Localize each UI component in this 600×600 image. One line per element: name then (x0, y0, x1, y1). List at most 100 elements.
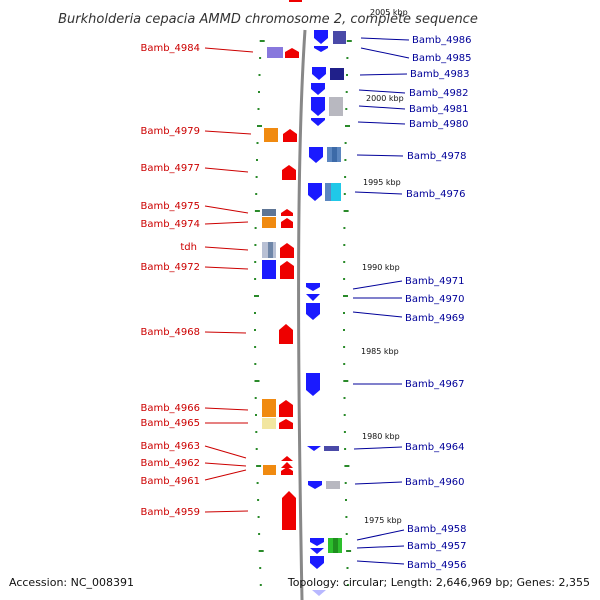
leader-line-bamb-4959 (204, 510, 249, 513)
scale-label-1980: 1980 kbp (362, 432, 400, 441)
gene-label-bamb-4965: Bamb_4965 (140, 418, 200, 429)
cog-box (324, 446, 339, 451)
tick-mark (344, 159, 347, 161)
tick-mark (254, 363, 257, 365)
tick-mark (343, 244, 346, 246)
gene-label-bamb-4957: Bamb_4957 (407, 541, 467, 552)
gene-arrow-tdh (280, 243, 294, 258)
gene-label-bamb-4978: Bamb_4978 (407, 151, 467, 162)
tick-mark (254, 227, 257, 229)
gene-label-bamb-4970: Bamb_4970 (405, 294, 465, 305)
leader-line-bamb-4976 (354, 191, 403, 195)
tick-mark (343, 414, 346, 416)
gene-label-bamb-4980: Bamb_4980 (409, 119, 469, 130)
tick-mark (258, 533, 261, 535)
tick-mark (343, 295, 348, 297)
leader-line-bamb-4971 (352, 280, 403, 290)
cog-box (263, 465, 276, 475)
gene-label-bamb-4984: Bamb_4984 (140, 43, 200, 54)
tick-mark (345, 108, 348, 110)
gene-label-bamb-4986: Bamb_4986 (412, 35, 472, 46)
tick-mark (344, 176, 347, 178)
gene-arrow-bamb-4964 (307, 446, 321, 451)
leader-line-bamb-4958 (356, 529, 405, 541)
leader-line-bamb-4981 (358, 105, 406, 110)
leader-line-bamb-4957 (356, 545, 405, 549)
cog-box (333, 538, 338, 553)
leader-line-bamb-4986 (360, 37, 410, 41)
gene-arrow-bamb-4960 (308, 481, 322, 489)
cog-box (268, 242, 273, 258)
leader-line-bamb-4985 (360, 47, 410, 59)
gene-label-bamb-4959: Bamb_4959 (140, 507, 200, 518)
chromosome-axis (297, 29, 307, 600)
accession-text: Accession: NC_008391 (9, 576, 134, 589)
gene-label-bamb-4976: Bamb_4976 (406, 189, 466, 200)
tick-mark (346, 74, 348, 76)
leader-line-bamb-4964 (353, 446, 403, 450)
map-title: Burkholderia cepacia AMMD chromosome 2, … (58, 12, 478, 27)
tick-mark (254, 244, 257, 246)
tick-mark (256, 482, 259, 484)
leader-line-bamb-4977 (204, 167, 249, 173)
leader-line-bamb-4972 (204, 266, 249, 270)
cog-box (326, 481, 340, 489)
cog-box (332, 147, 337, 162)
tick-mark (346, 40, 352, 42)
cog-box (264, 128, 278, 142)
tick-mark (343, 227, 346, 229)
leader-line-bamb-4960 (354, 481, 403, 485)
leader-line-bamb-4962 (204, 462, 247, 467)
gene-arrow-bamb-4975 (281, 209, 293, 216)
tick-mark (259, 57, 262, 59)
tick-mark (346, 584, 349, 586)
gene-arrow-bamb-4967 (306, 373, 320, 396)
cog-box (262, 418, 276, 429)
gene-arrow-bamb-4961 (281, 467, 293, 475)
tick-mark (256, 142, 259, 144)
gene-arrow-bamb-4981 (311, 97, 325, 116)
tick-mark (345, 516, 348, 518)
tick-mark (346, 57, 349, 59)
cog-box (262, 217, 276, 228)
leader-line-bamb-4969 (352, 311, 403, 318)
gene-label-bamb-4961: Bamb_4961 (140, 476, 200, 487)
gene-label-bamb-4974: Bamb_4974 (140, 219, 200, 230)
gene-arrow-bamb-4970 (306, 294, 320, 301)
cog-box (262, 209, 276, 216)
tick-mark (257, 108, 260, 110)
leader-line-bamb-4984 (204, 47, 254, 53)
tick-mark (345, 91, 348, 93)
tick-mark (255, 431, 258, 433)
leader-line-bamb-4983 (359, 73, 408, 76)
gene-label-bamb-4960: Bamb_4960 (405, 477, 465, 488)
gene-arrow-bamb-4966 (279, 400, 293, 417)
leader-line-bamb-4956 (356, 560, 405, 565)
tick-mark (259, 584, 262, 586)
gene-label-bamb-4985: Bamb_4985 (412, 53, 472, 64)
tick-mark (255, 193, 258, 195)
gene-arrow-bamb-4980 (311, 118, 325, 126)
gene-arrow-bamb-4977 (282, 165, 296, 180)
gene-arrow-bamb-4956 (310, 556, 324, 569)
gene-arrow-bamb-4982 (311, 83, 325, 95)
gene-arrow-bamb-4968 (279, 324, 293, 344)
leader-line-tdh (204, 246, 249, 251)
gene-arrow-bamb-4985 (314, 46, 328, 52)
gene-label-tdh: tdh (180, 242, 197, 253)
gene-label-bamb-4962: Bamb_4962 (140, 458, 200, 469)
tick-mark (257, 499, 260, 501)
tick-mark (343, 397, 346, 399)
tick-mark (259, 567, 262, 569)
gene-label-bamb-4963: Bamb_4963 (140, 441, 200, 452)
gene-label-bamb-4968: Bamb_4968 (140, 327, 200, 338)
cog-box (333, 31, 346, 44)
gene-label-bamb-4975: Bamb_4975 (140, 201, 200, 212)
gene-arrow-bamb-4978 (309, 147, 323, 163)
tick-mark (343, 210, 349, 212)
scale-label-2000: 2000 kbp (366, 94, 404, 103)
leader-line-bamb-4974 (204, 221, 249, 225)
tick-mark (254, 210, 260, 212)
